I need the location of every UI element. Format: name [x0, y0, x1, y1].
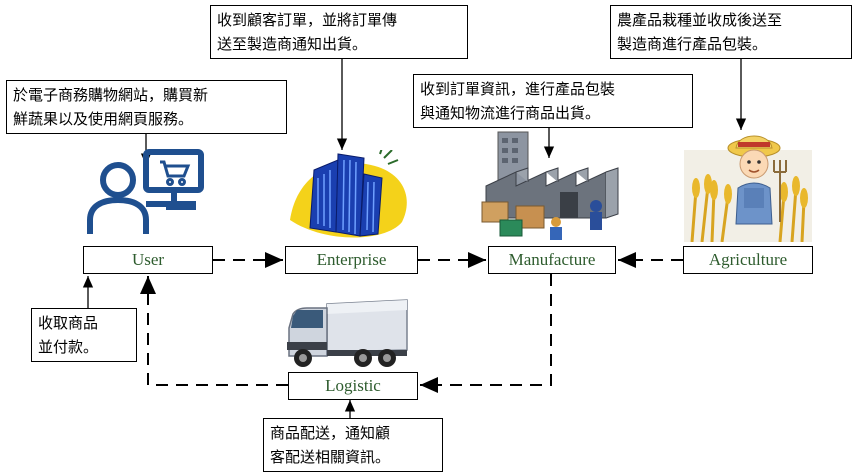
node-logistic: Logistic: [288, 372, 418, 400]
note-manufacture-line2: 與通知物流進行商品出貨。: [420, 104, 601, 122]
note-manufacture-line1: 收到訂單資訊，進行產品包裝: [420, 80, 616, 98]
node-enterprise: Enterprise: [285, 246, 418, 274]
note-enterprise: 收到顧客訂單，並將訂單傳 送至製造商通知出貨。: [210, 5, 468, 59]
note-receive: 收取商品 並付款。: [31, 308, 137, 362]
note-delivery: 商品配送，通知顧 客配送相關資訊。: [263, 418, 443, 472]
note-agriculture-line2: 製造商進行產品包裝。: [617, 35, 768, 53]
note-manufacture: 收到訂單資訊，進行產品包裝 與通知物流進行商品出貨。: [413, 74, 693, 128]
note-delivery-line2: 客配送相關資訊。: [270, 448, 391, 466]
node-user: User: [83, 246, 213, 274]
note-user: 於電子商務購物網站，購買新 鮮蔬果以及使用網頁服務。: [6, 80, 287, 134]
flow-arrow-logistic-user: [140, 276, 288, 386]
note-delivery-line1: 商品配送，通知顧: [270, 424, 391, 442]
delivery-truck-icon: [287, 299, 408, 367]
note-agriculture: 農產品栽種並收成後送至 製造商進行產品包裝。: [610, 5, 852, 59]
enterprise-building-icon: [290, 150, 407, 238]
farmer-wheat-icon: [684, 135, 812, 242]
note-agriculture-line1: 農產品栽種並收成後送至: [617, 11, 783, 29]
note-receive-line2: 並付款。: [38, 338, 99, 356]
user-computer-icon: [87, 149, 204, 234]
flow-arrow-manufacture-logistic: [420, 274, 552, 393]
note-enterprise-line2: 送至製造商通知出貨。: [217, 35, 368, 53]
note-receive-line1: 收取商品: [38, 314, 99, 332]
factory-icon: [481, 131, 619, 240]
note-enterprise-line1: 收到顧客訂單，並將訂單傳: [217, 11, 398, 29]
node-manufacture: Manufacture: [488, 246, 616, 274]
note-user-line1: 於電子商務購物網站，購買新: [13, 86, 209, 104]
note-user-line2: 鮮蔬果以及使用網頁服務。: [13, 110, 194, 128]
node-agriculture: Agriculture: [683, 246, 813, 274]
